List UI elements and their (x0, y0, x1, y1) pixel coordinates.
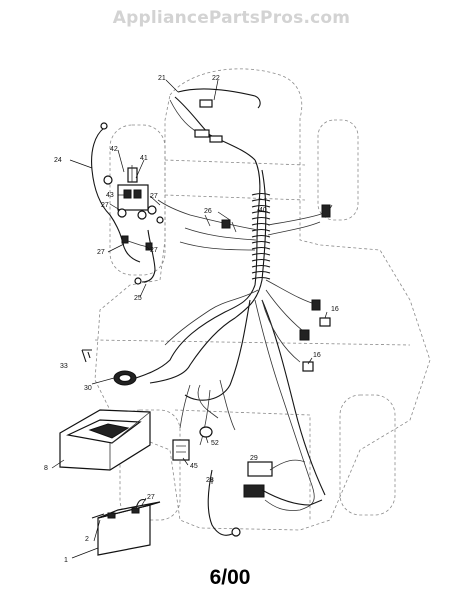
module-45 (172, 439, 190, 461)
callout-30: 30 (84, 385, 92, 392)
watermark-text: AppliancePartsPros.com (112, 8, 351, 28)
callout-labels: 21 22 24 42 41 43 27 27 27 27 26 40 25 1… (44, 75, 339, 564)
callout-33: 33 (60, 363, 68, 370)
seat-switch-harness (169, 88, 261, 161)
callout-26: 26 (204, 208, 212, 215)
callout-2: 2 (85, 536, 89, 543)
callout-27-a: 27 (101, 202, 109, 209)
callout-41: 41 (140, 155, 148, 162)
callout-27-c: 27 (97, 249, 105, 256)
callout-1: 1 (64, 557, 68, 564)
lower-components (172, 426, 323, 537)
wire-25 (121, 229, 156, 285)
callout-40: 40 (259, 207, 267, 214)
chassis-outline (94, 68, 431, 531)
ignition-key-switch (103, 165, 164, 224)
callout-25: 25 (134, 295, 142, 302)
part-52 (199, 426, 213, 438)
right-connectors (221, 204, 331, 372)
callout-8: 8 (44, 465, 48, 472)
callout-45: 45 (190, 463, 198, 470)
clip-33 (81, 349, 92, 363)
callout-16-lower: 16 (313, 352, 321, 359)
callout-16-upper: 16 (331, 306, 339, 313)
connector-16-upper (319, 317, 331, 327)
main-harness (129, 159, 333, 511)
callout-27-d: 27 (150, 247, 158, 254)
callout-43: 43 (106, 192, 114, 199)
callout-22: 22 (212, 75, 220, 82)
battery-1 (91, 498, 161, 556)
callout-29: 29 (250, 455, 258, 462)
plug-29 (247, 461, 273, 477)
connector-30 (113, 370, 137, 386)
callout-leaders (51, 79, 328, 559)
battery-box-8 (59, 409, 151, 471)
callout-24: 24 (54, 157, 62, 164)
connector-16-lower (302, 361, 314, 372)
revision-date: 6/00 (209, 566, 251, 589)
harness-coil (251, 192, 271, 280)
callout-21: 21 (158, 75, 166, 82)
callout-52: 52 (211, 440, 219, 447)
callout-27-e: 27 (147, 494, 155, 501)
callout-28: 28 (206, 477, 214, 484)
callout-42: 42 (110, 146, 118, 153)
ground-wire-24 (91, 122, 141, 263)
connector-40 (321, 204, 331, 218)
callout-27-b: 27 (150, 193, 158, 200)
